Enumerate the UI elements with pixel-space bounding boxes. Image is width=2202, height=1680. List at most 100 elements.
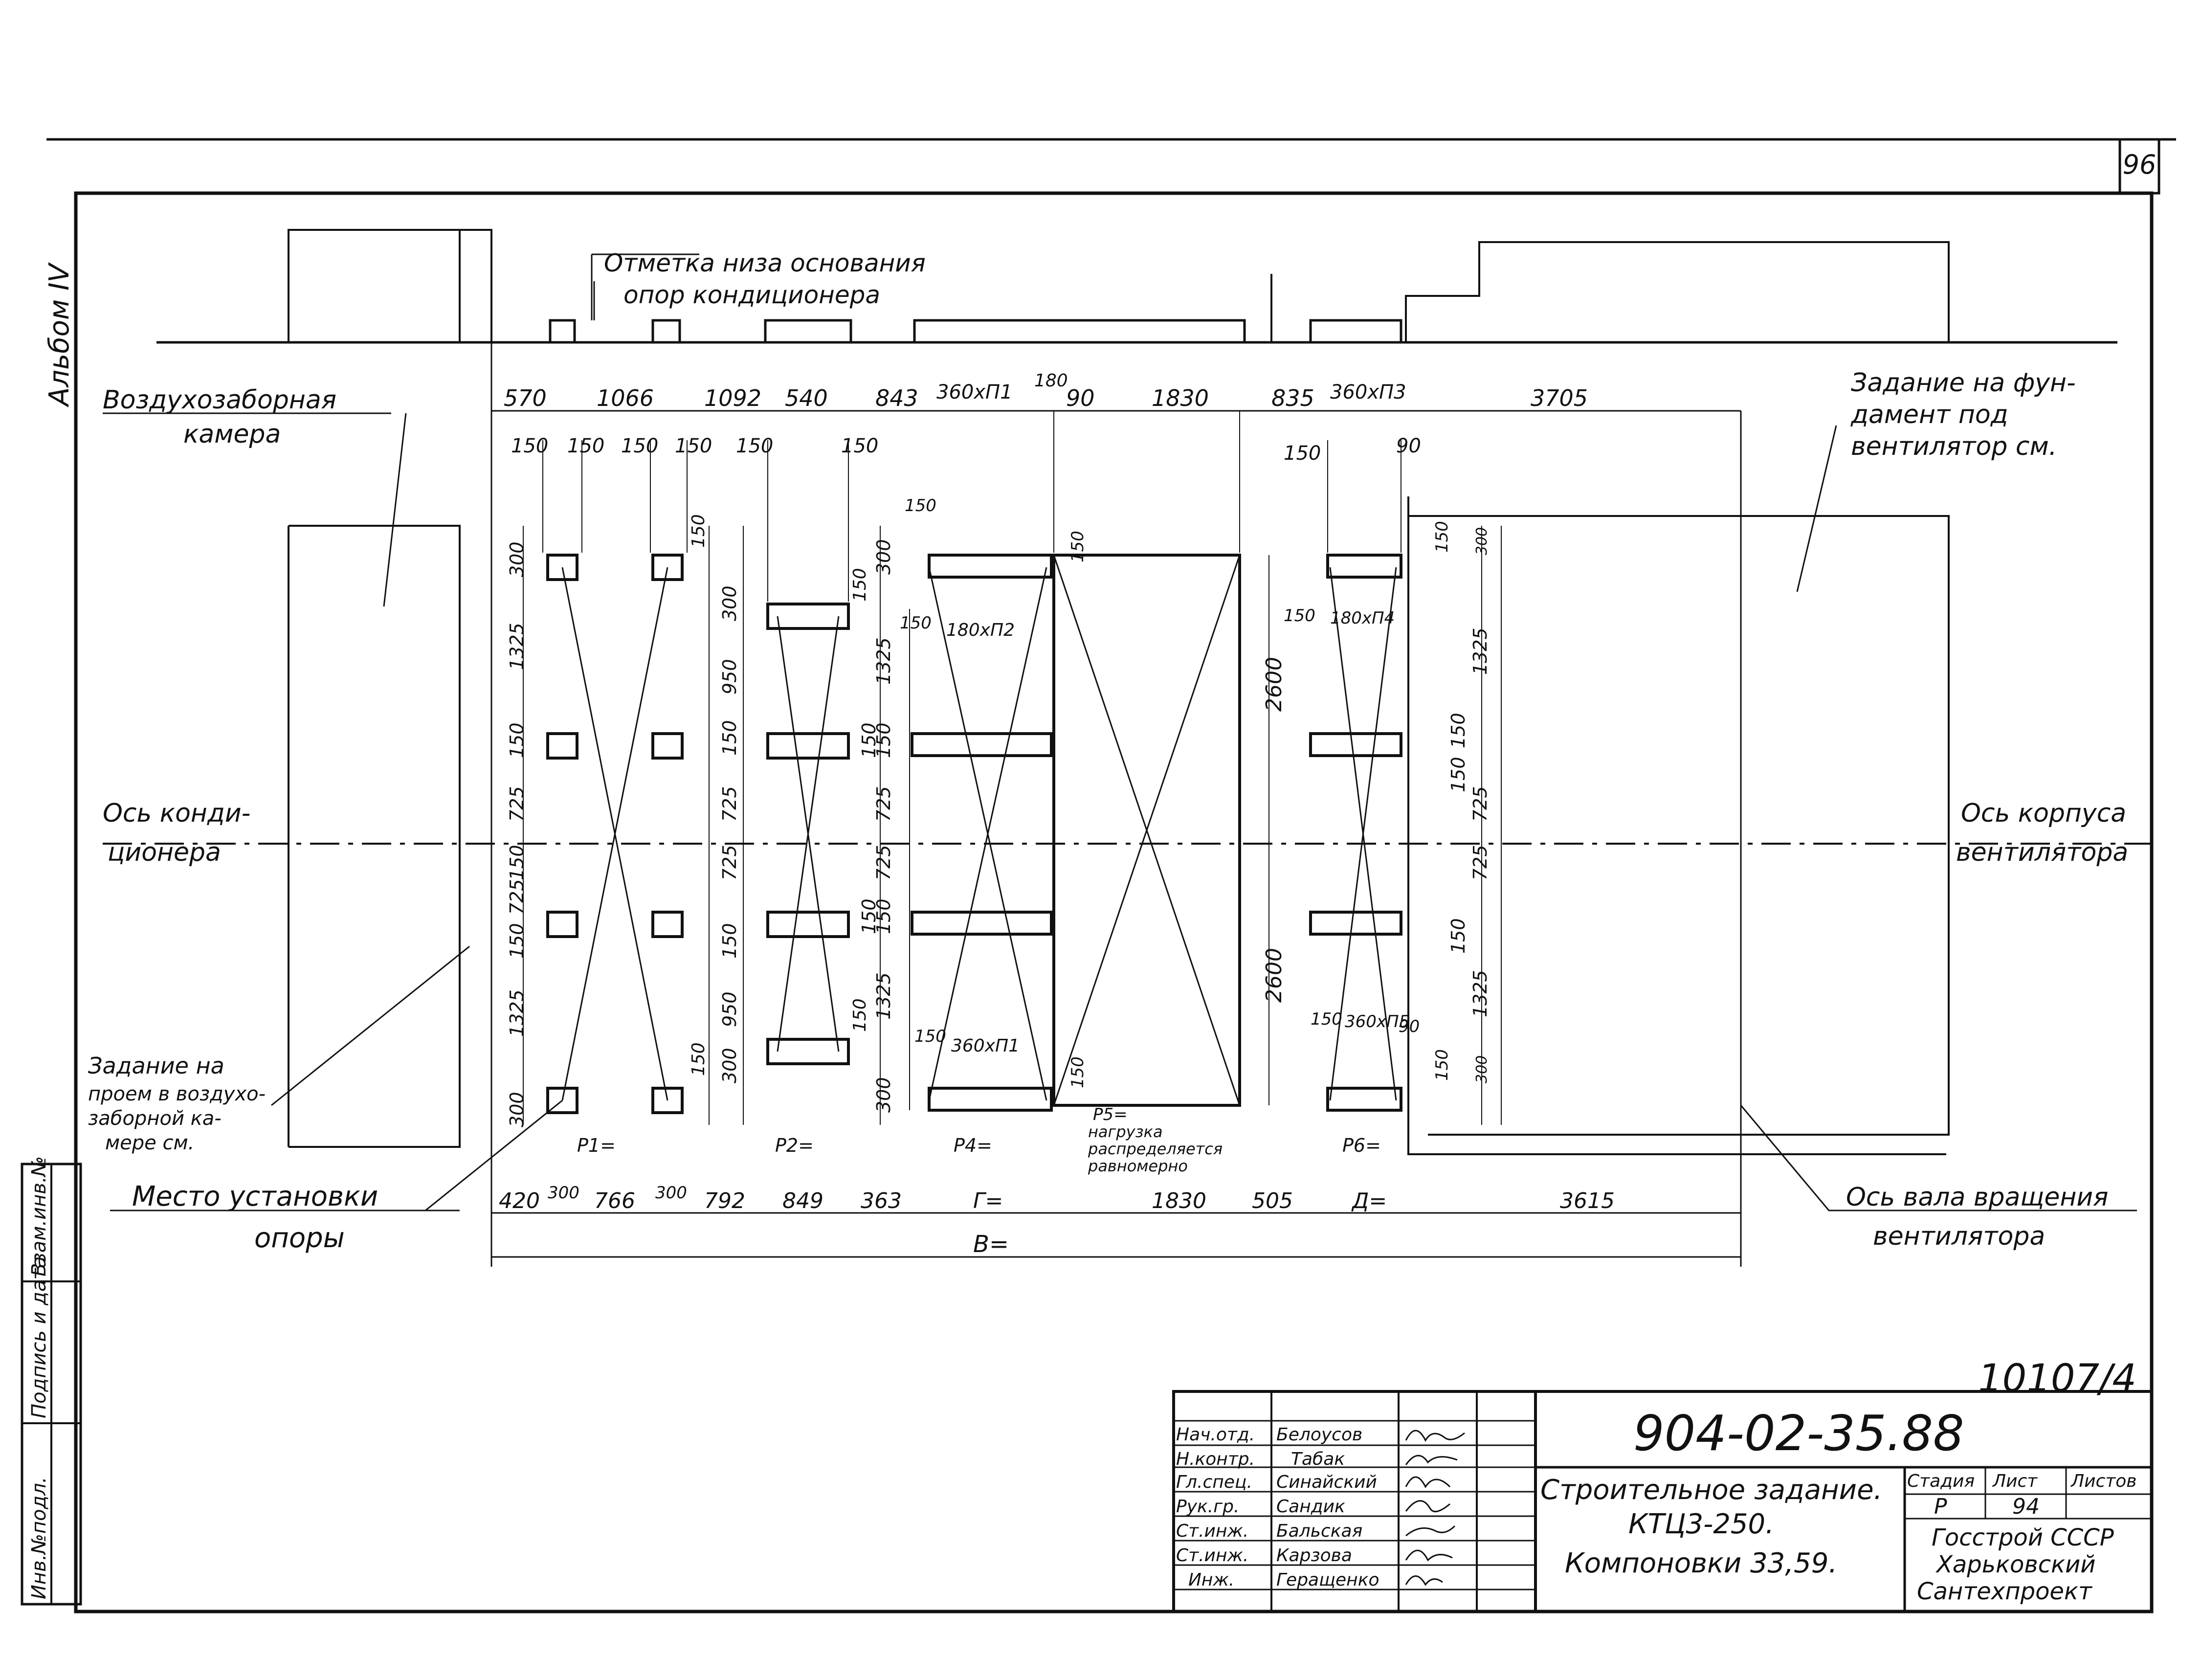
dim-bottom-849: 849 [782, 1188, 823, 1213]
dim-top2-a: 150 [511, 435, 548, 457]
stamp-stage-value: Р [1934, 1494, 1947, 1519]
side-stamp-sign: Подпись и дата [28, 1256, 50, 1418]
support-column-1 [546, 554, 684, 1114]
dim-inner-180xp4: 180хП4 [1330, 608, 1395, 628]
dim-top2-b: 150 [567, 435, 604, 457]
vdim-c4b-0: 150 [1068, 531, 1088, 562]
support-column-3 [911, 554, 1053, 1112]
stamp-doc-code: 904-02-35.88 [1633, 1405, 1964, 1462]
vdim-c6-4: 150 [1447, 757, 1469, 792]
stamp-signatures [1405, 1430, 1465, 1586]
dim-bottom-420: 420 [499, 1188, 540, 1213]
dim-inner-180xp2: 180хП2 [946, 620, 1015, 640]
vdim-c6-6: 725 [1469, 845, 1491, 880]
support-column-6 [1309, 554, 1402, 1112]
dim-inner-150-e: 150 [1311, 1009, 1342, 1029]
dim-bottom-g: Г= [973, 1188, 1003, 1213]
fan-foundation-label-3: вентилятор см. [1851, 432, 2057, 461]
dim-inner-150-b: 150 [900, 613, 932, 633]
dim-top2-c: 150 [621, 435, 658, 457]
stamp-role-5: Ст.инж. [1176, 1546, 1248, 1566]
vdim-c3-5: 150 [719, 923, 740, 959]
leader-lines [103, 253, 2137, 1211]
vdim-c6-2: 1325 [1469, 627, 1491, 675]
vdim-c1-0: 300 [506, 541, 528, 577]
load-p4: P4= [954, 1135, 992, 1156]
p5-note-1: нагрузка [1088, 1122, 1163, 1141]
load-p6: P6= [1342, 1135, 1381, 1156]
dim-bottom-d: Д= [1351, 1188, 1387, 1213]
dim-inner-90: 90 [1399, 1017, 1420, 1036]
vdim-c6-8: 1325 [1469, 970, 1491, 1017]
vdim-c4-3: 150 [873, 722, 894, 758]
vdim-c1-8: 300 [506, 1092, 528, 1127]
p5-label: P5= [1093, 1105, 1128, 1124]
dim-top-843: 843 [875, 385, 918, 411]
base-mark-label-1: Отметка низа основания [604, 249, 926, 277]
side-stamp-replace: Взам.инв.№ [28, 1156, 50, 1277]
vdim-c4-4: 725 [873, 786, 894, 822]
vdim-c4-0: 300 [873, 539, 894, 575]
stamp-name-1: Табак [1291, 1449, 1345, 1469]
vdim-c3-3: 725 [719, 786, 740, 822]
vdim-c4-6: 150 [858, 898, 880, 934]
dim-bottom-792: 792 [704, 1188, 745, 1213]
vdim-c6-3: 150 [1447, 713, 1469, 748]
vdim-c4-2: 150 [858, 722, 880, 758]
dim-top-90: 90 [1066, 385, 1095, 411]
vdim-c4-8: 1325 [873, 972, 894, 1020]
top-dimensions: 570 1066 1092 540 843 360хП1 180 90 1830… [504, 371, 1588, 1056]
stamp-role-1: Н.контр. [1176, 1449, 1255, 1469]
elevation-strip [156, 229, 2117, 344]
stamp-name-0: Белоусов [1276, 1425, 1362, 1445]
vdim-c6-5: 725 [1469, 786, 1491, 822]
vdim-c1-2: 150 [506, 722, 528, 758]
opening-task-label-1: Задание на [88, 1053, 224, 1079]
page-number-box [2118, 138, 2160, 195]
vdim-c4b-1: 150 [1068, 1056, 1088, 1088]
dim-bottom-300b: 300 [655, 1183, 687, 1203]
dim-inner-150-a: 150 [905, 496, 936, 515]
stamp-name-4: Бальская [1276, 1521, 1362, 1541]
dimension-lines [490, 410, 1742, 1267]
page-number: 96 [2123, 149, 2157, 180]
stamp-title-1: Строительное задание. [1540, 1474, 1882, 1506]
dim-top-3705: 3705 [1531, 385, 1588, 411]
frame-border [74, 191, 2154, 1613]
dim-bottom-1830: 1830 [1152, 1188, 1206, 1213]
fan-axis-label-2: вентилятора [1956, 838, 2128, 867]
vdim-c6-1: 300 [1473, 527, 1490, 555]
vdim-c3-1: 950 [719, 659, 740, 694]
stamp-title-3: Компоновки 33,59. [1565, 1547, 1837, 1579]
shaft-axis-label-1: Ось вала вращения [1846, 1183, 2108, 1212]
stamp-role-2: Гл.спец. [1176, 1472, 1252, 1492]
document-number: 10107/4 [1978, 1357, 2136, 1401]
stamp-org-1: Госстрой СССР [1932, 1524, 2114, 1551]
dim-top-835: 835 [1271, 385, 1314, 411]
title-block: 904-02-35.88 Нач.отд. Н.контр. Гл.спец. … [1172, 1390, 2153, 1613]
stamp-org-3: Сантехпроект [1917, 1578, 2093, 1605]
vdim-c6-9: 150 [1432, 1049, 1452, 1081]
dim-top2-g: 150 [1284, 442, 1321, 465]
side-stamp: Инв.№подл. Подпись и дата Взам.инв.№ [21, 1156, 82, 1606]
dim-top2-e: 150 [736, 435, 773, 457]
dim-top-1066: 1066 [597, 385, 654, 411]
stamp-sheets-label: Листов [2070, 1471, 2136, 1491]
support-column-2 [766, 603, 850, 1065]
stamp-name-6: Геращенко [1276, 1570, 1379, 1590]
dim-top-360xp1: 360хП1 [936, 381, 1013, 403]
dim-total: В= [973, 1231, 1009, 1258]
vdim-c2-0: 150 [689, 514, 709, 548]
fan-foundation-label-2: дамент под [1850, 400, 2008, 429]
support-place-label-1: Место установки [132, 1181, 378, 1212]
p5-note-2: распределяется [1088, 1140, 1223, 1158]
vdim-c5-1: 2600 [1262, 948, 1287, 1003]
opening-task-label-2: проем в воздухо- [88, 1083, 266, 1105]
load-p1: P1= [577, 1135, 616, 1156]
p5-note-3: равномерно [1088, 1157, 1188, 1175]
dim-bottom-3615: 3615 [1560, 1188, 1615, 1213]
vdim-c6-7: 150 [1447, 918, 1469, 954]
fan-axis-label-1: Ось корпуса [1961, 799, 2126, 828]
support-place-label-2: опоры [254, 1222, 345, 1254]
